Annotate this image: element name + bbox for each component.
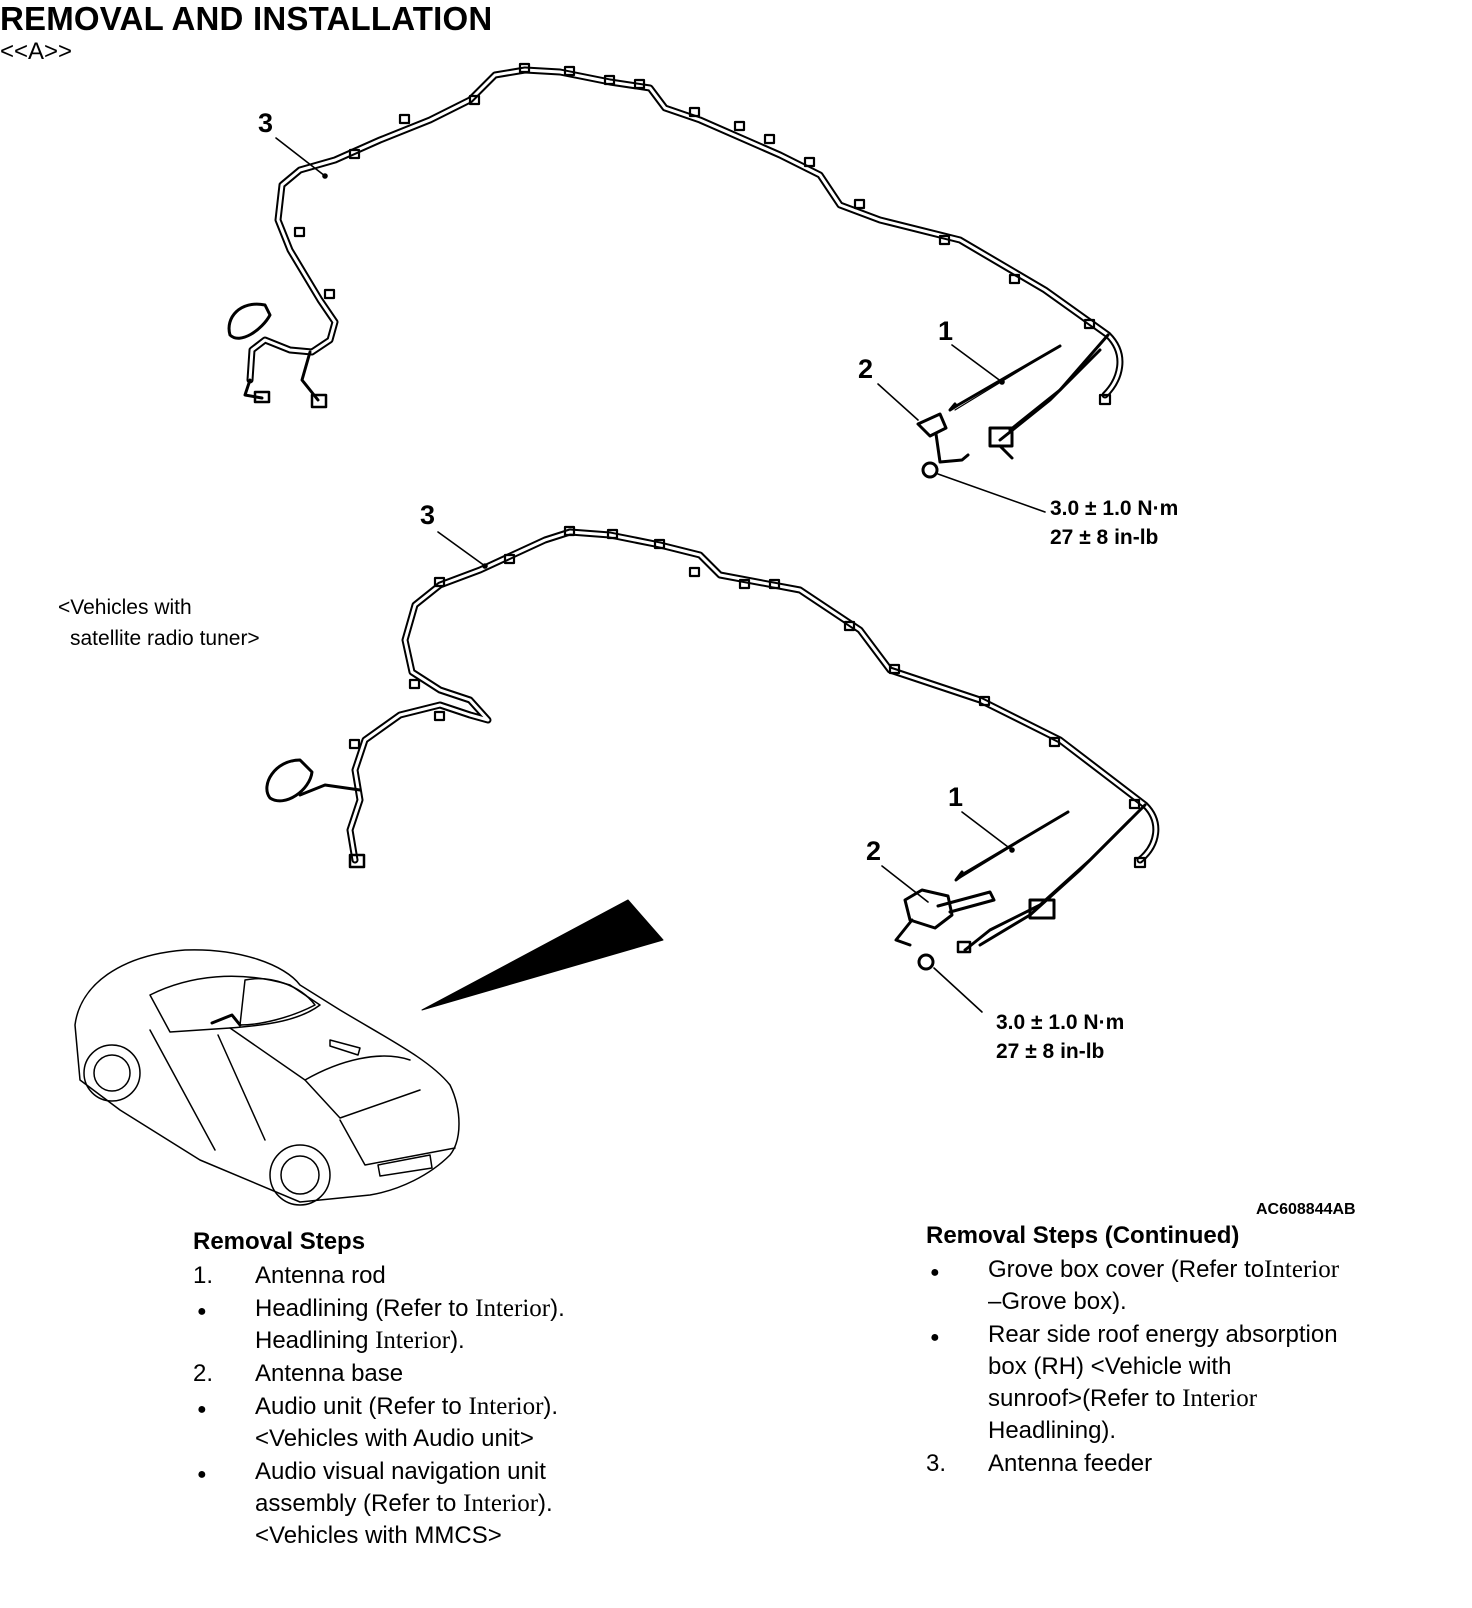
step-item: 1. Antenna rod [193,1260,753,1292]
step-text: Headlining Interior). [255,1327,465,1354]
step-text: Headlining). [988,1417,1117,1444]
step-text: assembly (Refer to Interior). [255,1490,553,1517]
upper-callout-rod: 1 [938,316,954,346]
lower-callout-base: 2 [866,836,882,866]
lower-callout-rod: 1 [948,782,964,812]
reference-link: Interior [468,1393,544,1420]
step-text: Audio unit (Refer to Interior). [255,1393,559,1420]
step-text: Antenna feeder [988,1450,1153,1477]
removal-steps-continued: Removal Steps (Continued) ● Grove box cove… [926,1222,1466,1481]
steps-heading: Removal Steps [193,1228,366,1255]
step-item: ● Headlining (Refer to Interior). Headlini… [193,1293,753,1357]
step-text: Audio visual navigation unit [255,1458,546,1485]
view-pointer [421,899,664,1011]
lower-torque-metric: 3.0 ± 1.0 N·m [996,1011,1125,1034]
variant-note: <Vehicles with satellite radio tuner> [58,592,260,654]
step-number: 2. [193,1360,214,1387]
step-item: ● Rear side roof energy absorption box (RH… [926,1319,1466,1447]
lower-torque-imperial: 27 ± 8 in-lb [996,1040,1105,1063]
figure-id: AC608844AB [1256,1201,1356,1218]
step-text: sunroof>(Refer to Interior [988,1385,1258,1412]
upper-torque-spec: 3.0 ± 1.0 N·m 27 ± 8 in-lb [1050,494,1178,552]
step-text: <Vehicles with MMCS> [255,1522,502,1549]
continued-marker: <<A>> [0,38,73,65]
vehicle-illustration [74,949,460,1206]
antenna-diagram [74,62,1160,1206]
upper-callout-base: 2 [858,354,874,384]
upper-torque-metric: 3.0 ± 1.0 N·m [1050,497,1179,520]
step-text: Antenna rod [255,1262,386,1289]
lower-callout-feeder: 3 [420,500,436,530]
step-text: Headlining (Refer to Interior). [255,1295,565,1322]
steps-heading: Removal Steps (Continued) [926,1222,1240,1249]
step-number: 3. [926,1450,947,1477]
step-text: <Vehicles with Audio unit> [255,1425,534,1452]
step-text: Rear side roof energy absorption [988,1321,1338,1348]
variant-note-line: satellite radio tuner> [70,627,260,650]
removal-steps: Removal Steps 1. Antenna rod ● Headlining (R… [193,1228,753,1553]
bullet-icon: ● [197,1303,207,1320]
step-item: 3. Antenna feeder [926,1448,1466,1480]
lower-antenna-base [894,888,996,971]
lower-antenna-rod [954,810,1070,882]
reference-link: Interior [463,1490,539,1517]
step-text: box (RH) <Vehicle with [988,1353,1232,1380]
lower-antenna-feeder [265,525,1160,954]
step-number: 1. [193,1262,214,1289]
page-title: REMOVAL AND INSTALLATION [0,0,493,37]
upper-antenna-base [916,412,970,479]
bullet-icon: ● [930,1264,940,1281]
step-item: ● Audio unit (Refer to Interior). <Vehicle… [193,1391,753,1455]
step-text: –Grove box). [988,1288,1127,1315]
step-text: Grove box cover (Refer toInterior [988,1256,1340,1283]
bullet-icon: ● [930,1329,940,1346]
upper-antenna-feeder [227,62,1124,460]
reference-link: Interior [375,1327,451,1354]
upper-antenna-rod [948,344,1062,412]
lower-torque-spec: 3.0 ± 1.0 N·m 27 ± 8 in-lb [996,1008,1124,1066]
upper-torque-imperial: 27 ± 8 in-lb [1050,526,1159,549]
upper-callout-feeder: 3 [258,108,274,138]
bullet-icon: ● [197,1466,207,1483]
step-item: ● Audio visual navigation unit assembly (R… [193,1456,753,1552]
reference-link: Interior [1182,1385,1258,1412]
step-item: 2. Antenna base [193,1358,753,1390]
variant-note-line: <Vehicles with [58,596,192,619]
step-item: ● Grove box cover (Refer toInterior –Grove… [926,1254,1466,1318]
reference-link: Interior [475,1295,551,1322]
bullet-icon: ● [197,1401,207,1418]
step-text: Antenna base [255,1360,404,1387]
reference-link: Interior [1264,1256,1340,1283]
